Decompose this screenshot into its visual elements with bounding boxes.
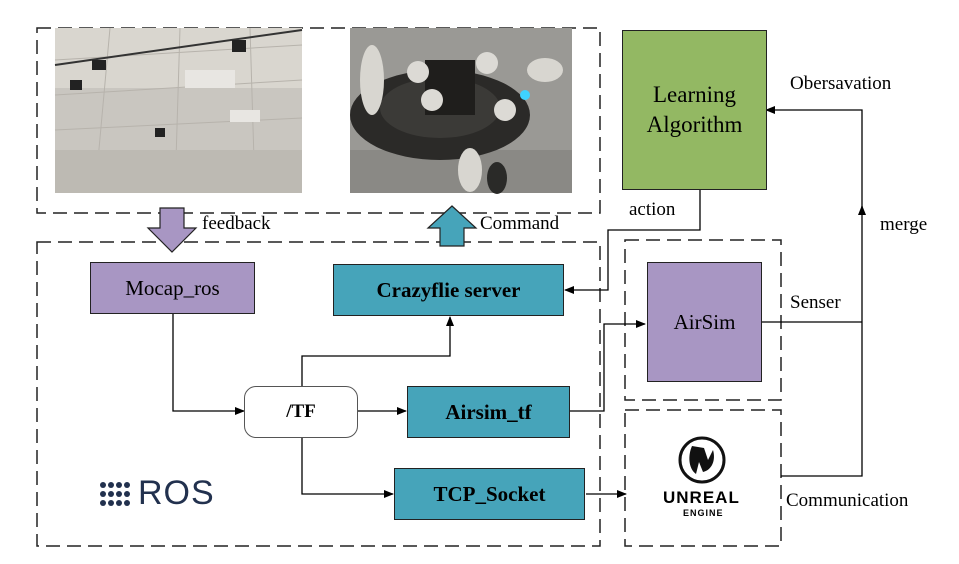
crazyflie-server-label: Crazyflie server — [376, 277, 521, 302]
action-line — [564, 190, 701, 294]
communication-line — [781, 205, 866, 477]
airsim-region-border — [624, 239, 782, 401]
unreal-logo-mark — [678, 436, 726, 484]
mocap-room-photo — [54, 27, 303, 194]
feedback-arrow — [146, 207, 198, 253]
communication-label: Communication — [786, 490, 909, 511]
photo-region-border — [36, 27, 601, 214]
crazyflie-drone-photo — [350, 28, 572, 194]
unreal-region-border — [624, 409, 782, 547]
command-label: Command — [480, 213, 560, 234]
tcp-socket-node[interactable]: TCP_Socket — [394, 468, 585, 520]
mocap-ros-label: Mocap_ros — [125, 275, 220, 300]
tf-to-tcp-line — [301, 437, 394, 498]
airsim-node[interactable]: AirSim — [647, 262, 762, 382]
airsim-label: AirSim — [673, 309, 736, 334]
senser-label: Senser — [790, 292, 841, 313]
tf-node[interactable]: /TF — [244, 386, 358, 438]
airsim-tf-node[interactable]: Airsim_tf — [407, 386, 570, 438]
learning-algorithm-node[interactable]: Learning Algorithm — [622, 30, 767, 190]
feedback-label: feedback — [202, 213, 271, 234]
merge-label: merge — [880, 214, 928, 235]
ros-region-border — [36, 241, 601, 547]
tcp-socket-label: TCP_Socket — [433, 481, 546, 506]
command-arrow — [426, 205, 478, 247]
unreal-logo-text: UNREAL — [663, 488, 740, 507]
airsim-tf-to-airsim-line — [570, 320, 646, 412]
mocap-ros-node[interactable]: Mocap_ros — [90, 262, 255, 314]
ros-logo-dots — [100, 482, 130, 506]
action-label: action — [629, 199, 676, 220]
ros-logo-text: ROS — [138, 474, 215, 512]
obersavation-label: Obersavation — [790, 73, 892, 94]
observation-line — [765, 106, 863, 210]
tf-label: /TF — [286, 401, 316, 422]
crazyflie-server-node[interactable]: Crazyflie server — [333, 264, 564, 316]
mocap-to-tf-line — [172, 312, 245, 415]
tf-to-crazyflie-line — [301, 316, 454, 386]
learning-algorithm-label: Learning Algorithm — [646, 82, 743, 137]
unreal-engine-text: ENGINE — [683, 508, 724, 518]
airsim-tf-label: Airsim_tf — [445, 399, 532, 424]
